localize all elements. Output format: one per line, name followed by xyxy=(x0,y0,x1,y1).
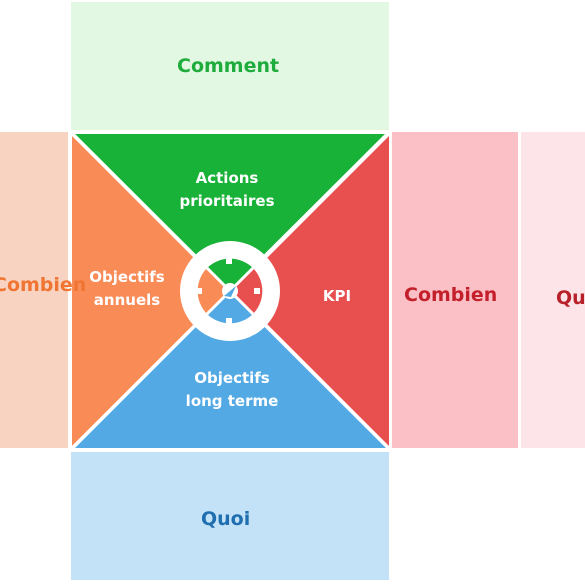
hub-marker xyxy=(226,258,232,264)
top-panel xyxy=(71,2,389,130)
combien-left-label: Combien xyxy=(0,274,87,296)
segment-bottom-label-line2: long terme xyxy=(186,392,279,410)
segment-right-label: KPI xyxy=(323,287,351,305)
segment-bottom-blue xyxy=(75,292,387,448)
segment-top-label-line1: Actions xyxy=(196,169,259,187)
bottom-panel xyxy=(71,452,389,580)
segment-bottom-label-line1: Objectifs xyxy=(194,369,270,387)
hub-marker xyxy=(196,288,202,294)
segment-left-label-line1: Objectifs xyxy=(89,268,165,286)
hub-marker xyxy=(226,318,232,324)
segment-right-red xyxy=(234,136,389,446)
left-panel xyxy=(0,132,68,448)
right-panel xyxy=(392,132,518,448)
far-right-panel xyxy=(521,132,585,448)
comment-label: Comment xyxy=(177,55,280,77)
segment-top-green xyxy=(75,134,387,290)
segment-left-label-line2: annuels xyxy=(94,291,160,309)
hub-core xyxy=(196,258,263,324)
segment-top-label-line2: prioritaires xyxy=(179,192,274,210)
hub-marker xyxy=(254,288,260,294)
segment-left-orange xyxy=(72,136,227,446)
combien-right-label: Combien xyxy=(404,284,498,306)
compass-needle-icon xyxy=(224,286,236,297)
qui-label: Qui xyxy=(556,287,585,309)
quoi-label: Quoi xyxy=(201,508,251,530)
